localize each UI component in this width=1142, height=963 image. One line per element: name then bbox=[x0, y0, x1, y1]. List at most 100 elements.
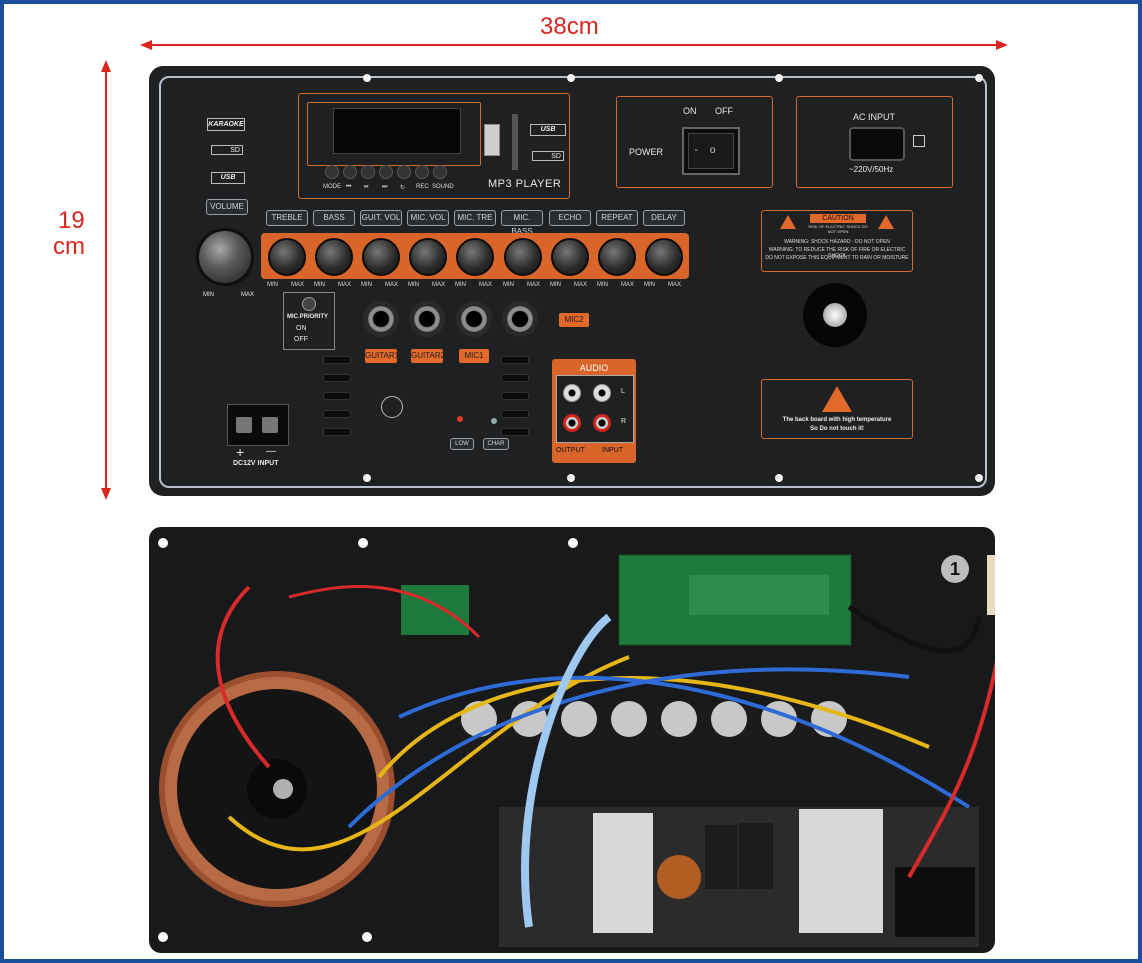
mp3-button-rec[interactable] bbox=[415, 165, 429, 179]
high-temperature-warning: The back board with high temperature So … bbox=[761, 379, 913, 439]
heat-warning-line-1: The back board with high temperature bbox=[782, 417, 892, 423]
mp3-button-next[interactable] bbox=[379, 165, 393, 179]
guitar1-jack[interactable] bbox=[363, 301, 399, 337]
mic-treble-knob[interactable] bbox=[456, 238, 494, 276]
guitar-volume-knob[interactable] bbox=[362, 238, 400, 276]
max-label: MAX bbox=[574, 282, 588, 288]
max-label: MAX bbox=[432, 282, 446, 288]
knob-label-repeat: REPEAT bbox=[596, 210, 638, 226]
rca-output-right[interactable] bbox=[563, 414, 581, 432]
audio-left-label: L bbox=[621, 388, 625, 395]
double-insulation-icon bbox=[913, 135, 925, 147]
dc-terminal-block[interactable] bbox=[227, 404, 289, 446]
rca-output-left[interactable] bbox=[563, 384, 581, 402]
vent-slot bbox=[501, 356, 529, 364]
mic-priority-switch[interactable] bbox=[302, 297, 316, 311]
mic1-jack[interactable] bbox=[456, 301, 492, 337]
karaoke-logo: KARAOKE bbox=[207, 118, 245, 131]
dc-plus-label: + bbox=[236, 444, 245, 460]
vent-slot bbox=[323, 410, 351, 418]
speaker-post[interactable] bbox=[803, 283, 867, 347]
mp3-label-repeat: ↻ bbox=[400, 185, 406, 191]
min-label: MIN bbox=[644, 282, 655, 288]
audio-title: AUDIO bbox=[579, 363, 609, 373]
guitar2-label: GUITAR2 bbox=[411, 349, 445, 363]
repeat-knob[interactable] bbox=[598, 238, 636, 276]
power-rocker-face: -o bbox=[688, 133, 734, 169]
delay-knob[interactable] bbox=[645, 238, 683, 276]
treble-knob[interactable] bbox=[268, 238, 306, 276]
power-label: POWER bbox=[629, 147, 664, 157]
mp3-usb-logo: USB bbox=[530, 124, 566, 136]
speaker-post-cap bbox=[823, 303, 847, 327]
volume-min-label: MIN bbox=[203, 292, 214, 298]
max-label: MAX bbox=[527, 282, 541, 288]
ac-rating: ~220V/50Hz bbox=[849, 165, 894, 174]
rca-input-left[interactable] bbox=[593, 384, 611, 402]
bass-knob[interactable] bbox=[315, 238, 353, 276]
mic-volume-knob[interactable] bbox=[409, 238, 447, 276]
mp3-button-play[interactable] bbox=[361, 165, 375, 179]
front-panel: KARAOKE SD USB VOLUME MIN MAX USB SD MP3… bbox=[149, 66, 995, 496]
max-label: MAX bbox=[338, 282, 352, 288]
usb-port[interactable] bbox=[484, 124, 500, 156]
height-label-unit: cm bbox=[53, 233, 85, 260]
sd-card-slot[interactable] bbox=[512, 114, 518, 170]
mic-priority-off: OFF bbox=[294, 336, 308, 343]
echo-knob[interactable] bbox=[551, 238, 589, 276]
mp3-label-rec: REC bbox=[416, 184, 429, 190]
max-label: MAX bbox=[479, 282, 493, 288]
mp3-button-sound[interactable] bbox=[433, 165, 447, 179]
vent-slot bbox=[323, 392, 351, 400]
mp3-label-play: ⏯ bbox=[364, 184, 369, 190]
mic-bass-knob[interactable] bbox=[504, 238, 542, 276]
mp3-button-prev[interactable] bbox=[343, 165, 357, 179]
warning-triangle-large-icon bbox=[822, 386, 852, 412]
dc-minus-label: — bbox=[266, 446, 276, 457]
mp3-label-prev: ⏮ bbox=[346, 184, 352, 190]
low-label: LOW bbox=[450, 438, 474, 450]
screw bbox=[567, 474, 575, 482]
screw bbox=[975, 474, 983, 482]
char-label: CHAR bbox=[483, 438, 509, 450]
width-dimension-arrow bbox=[140, 40, 1008, 50]
caution-line-2: WARNING: TO REDUCE THE RISK OF FIRE OR E… bbox=[768, 247, 906, 259]
min-label: MIN bbox=[267, 282, 278, 288]
no-disposal-icon bbox=[381, 396, 403, 418]
master-volume-knob[interactable] bbox=[196, 228, 254, 286]
mp3-label-sound: SOUND bbox=[432, 184, 454, 190]
mp3-player-module: USB SD MP3 PLAYER MODE ⏮ ⏯ ⏭ ↻ REC SOUND bbox=[298, 93, 570, 199]
knob-label-guit-vol: GUIT. VOL bbox=[360, 210, 402, 226]
power-rocker-switch[interactable]: -o bbox=[682, 127, 740, 175]
vent-slot bbox=[323, 428, 351, 436]
audio-input-label: INPUT bbox=[602, 447, 623, 454]
mp3-display-bezel bbox=[307, 102, 481, 166]
max-label: MAX bbox=[291, 282, 305, 288]
vent-slot bbox=[323, 356, 351, 364]
back-panel: 1 bbox=[149, 527, 995, 953]
guitar2-jack[interactable] bbox=[409, 301, 445, 337]
caution-line-1: WARNING: SHOCK HAZARD - DO NOT OPEN bbox=[784, 239, 890, 245]
min-label: MIN bbox=[550, 282, 561, 288]
volume-max-label: MAX bbox=[241, 292, 255, 298]
ac-input-title: AC INPUT bbox=[853, 112, 896, 122]
screw bbox=[363, 474, 371, 482]
screw bbox=[975, 74, 983, 82]
screw bbox=[775, 474, 783, 482]
mp3-button-mode[interactable] bbox=[325, 165, 339, 179]
mic2-jack[interactable] bbox=[502, 301, 538, 337]
power-on-label: ON bbox=[683, 106, 697, 116]
knob-label-mic-vol: MIC. VOL bbox=[407, 210, 449, 226]
ac-input-box: AC INPUT ~220V/50Hz bbox=[796, 96, 953, 188]
min-label: MIN bbox=[503, 282, 514, 288]
heat-warning-line-2: So Do not touch it! bbox=[810, 426, 864, 432]
max-label: MAX bbox=[385, 282, 399, 288]
dc-terminal-screw bbox=[236, 417, 252, 433]
min-label: MIN bbox=[408, 282, 419, 288]
min-label: MIN bbox=[455, 282, 466, 288]
ac-socket[interactable] bbox=[849, 127, 905, 161]
rca-input-right[interactable] bbox=[593, 414, 611, 432]
screw bbox=[775, 74, 783, 82]
mp3-button-repeat[interactable] bbox=[397, 165, 411, 179]
mic-priority-on: ON bbox=[296, 325, 307, 332]
